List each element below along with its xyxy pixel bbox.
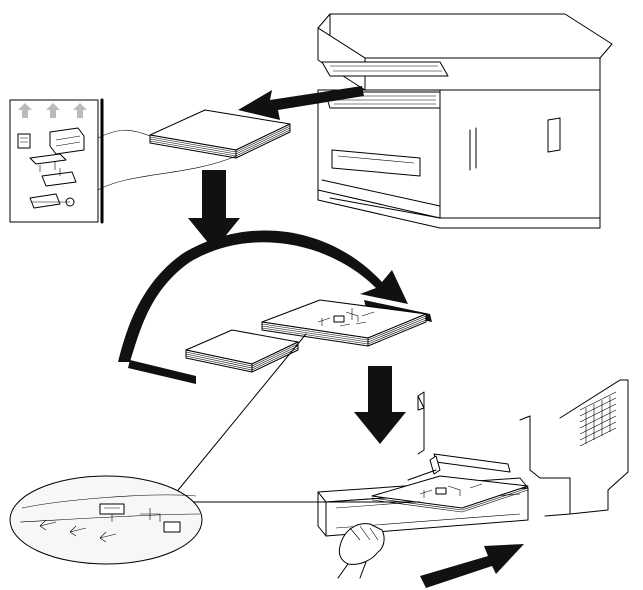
paper-stack-right — [261, 299, 427, 347]
pull-out-arrow-icon — [238, 86, 364, 120]
ream-label-card — [9, 98, 104, 224]
push-in-arrow-icon — [420, 544, 524, 588]
mini-printer-icon — [17, 127, 85, 155]
paper-symbols-icon — [317, 308, 375, 327]
callout-paper-symbols-icon — [39, 503, 181, 543]
paper-ream-icon — [149, 109, 291, 159]
tray-paper-symbols-icon — [419, 483, 483, 498]
callout-line-to-stack — [169, 333, 307, 501]
paper-stack-left — [185, 329, 299, 373]
paper-tray-illustration — [317, 379, 629, 579]
down-arrow-icon — [188, 170, 240, 250]
paper-symbol-callout — [9, 333, 421, 565]
vent-grille — [579, 391, 617, 447]
hand-icon — [337, 523, 385, 579]
up-arrows-icon — [18, 103, 87, 118]
printer-illustration — [317, 13, 613, 229]
down-arrow-icon — [354, 366, 406, 444]
